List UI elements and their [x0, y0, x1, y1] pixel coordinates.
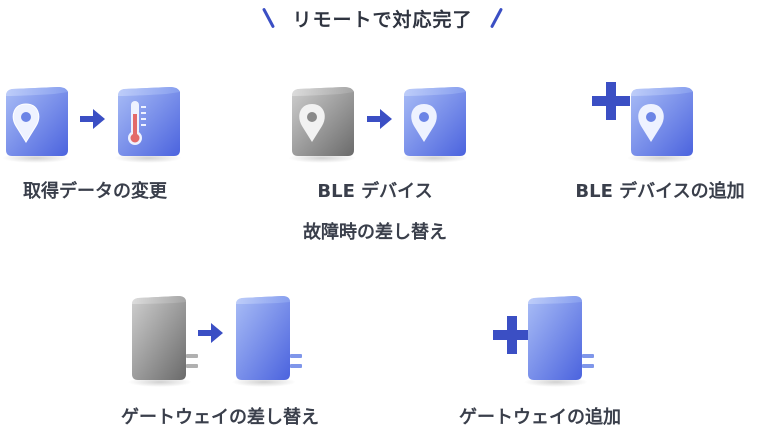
page-title: リモートで対応完了 [292, 8, 473, 31]
pin-device-icon [400, 87, 468, 163]
arrow-right-icon [198, 323, 223, 343]
item-replace-ble: BLE デバイス 故障時の差し替え [280, 80, 470, 255]
item-change-data: 取得データの変更 [0, 80, 190, 220]
item-add-ble: BLE デバイスの追加 [555, 80, 765, 220]
caption-replace-gateway: ゲートウェイの差し替え [121, 407, 319, 428]
pin-device-icon [627, 87, 695, 163]
gateway-icon [524, 296, 594, 387]
caption-replace-ble: BLE デバイス 故障時の差し替え [303, 181, 447, 243]
gray-pin-device-icon [288, 87, 356, 163]
caption-change-data: 取得データの変更 [23, 181, 167, 202]
plus-icon [493, 316, 531, 354]
caption-add-ble: BLE デバイスの追加 [575, 181, 745, 202]
header: リモートで対応完了 [0, 0, 765, 36]
plus-icon [592, 82, 630, 120]
header-right-slash [489, 7, 503, 29]
item-add-gateway: ゲートウェイの追加 [440, 292, 640, 432]
arrow-right-icon [80, 109, 105, 129]
pin-device-icon [2, 87, 70, 163]
arrow-right-icon [367, 109, 392, 129]
caption-add-gateway: ゲートウェイの追加 [459, 407, 621, 428]
thermometer-device-icon [114, 87, 182, 163]
gateway-icon [232, 296, 302, 387]
header-left-slash [262, 7, 276, 29]
item-replace-gateway: ゲートウェイの差し替え [100, 292, 340, 432]
gray-gateway-icon [128, 296, 198, 387]
